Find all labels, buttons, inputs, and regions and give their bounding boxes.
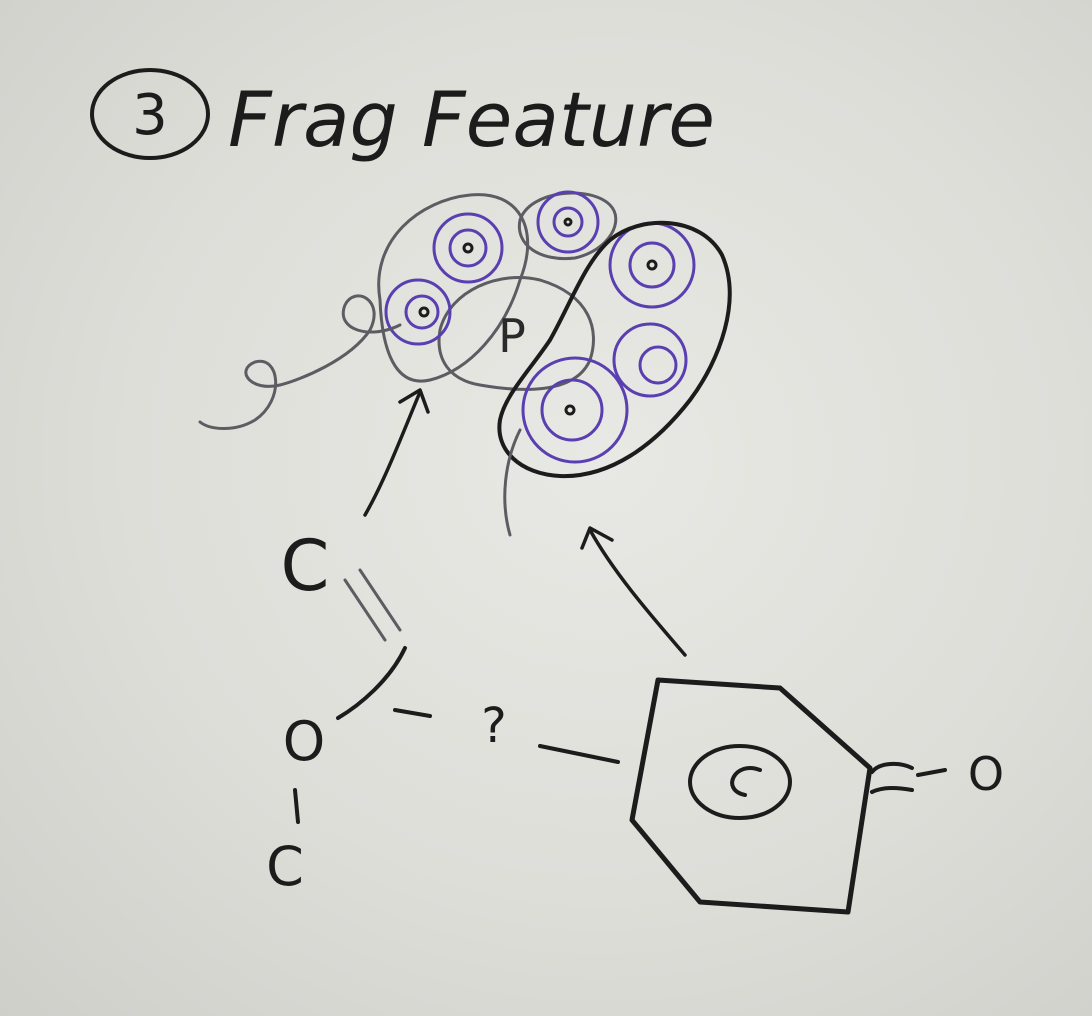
title: Frag Feature [228,75,715,164]
link-label: ? [481,698,506,754]
sub-pocket [608,221,696,309]
fragment-ester: C O C [266,525,432,898]
sub-pocket-center [418,306,430,318]
sub-pocket-center [563,217,573,227]
arrow-to-right-lobe [588,528,687,657]
arrow-head-left [398,388,430,414]
sub-pocket-core [448,228,488,268]
sub-pockets [384,190,696,464]
carbonyl-bond [870,761,914,794]
bond-to-carbon [293,788,300,824]
bond-dash [393,708,432,718]
fragment-atom-1: C [281,525,330,607]
right-tail-line [503,428,522,537]
sub-pocket [384,278,452,346]
link-bond [538,744,620,764]
bond-to-oxygen [336,646,407,720]
arrow-to-left-pocket [363,390,422,517]
sub-pocket-center [462,242,474,254]
ring-aromatic-circle [688,744,792,820]
sub-pocket [612,322,688,398]
sub-pocket-center [564,404,576,416]
fragment-atom-2: O [283,710,326,773]
arrows [363,388,687,657]
sub-pocket-core [540,378,604,442]
substituent-label: O [968,747,1004,801]
step-number-circle [90,68,210,160]
fragment-ring: O [629,677,1004,915]
ring-outline [629,677,873,915]
right-lobe-outline [497,220,732,479]
step-number: 3 [132,83,168,148]
sub-pocket [521,356,629,464]
heading: 3 Frag Feature [90,68,715,164]
left-tail-squiggle [198,294,402,430]
sub-pocket [432,212,504,284]
sub-pocket-core [404,294,440,330]
sub-pocket-center [646,259,658,271]
center-atom-label: P [498,309,526,363]
sub-pocket-core [628,241,676,289]
fragment-atom-3: C [266,835,304,898]
link-placeholder: ? [481,698,620,764]
sub-pocket-core [638,345,678,385]
pocket-cluster: P [198,190,732,537]
sub-pocket [536,190,600,254]
sub-pocket-core [552,206,584,238]
ring-inner-curl [730,766,762,797]
left-pocket-outline [377,193,530,383]
substituent-bond [916,768,947,777]
arrow-head-right [580,526,614,550]
double-bond-lines [343,568,402,642]
